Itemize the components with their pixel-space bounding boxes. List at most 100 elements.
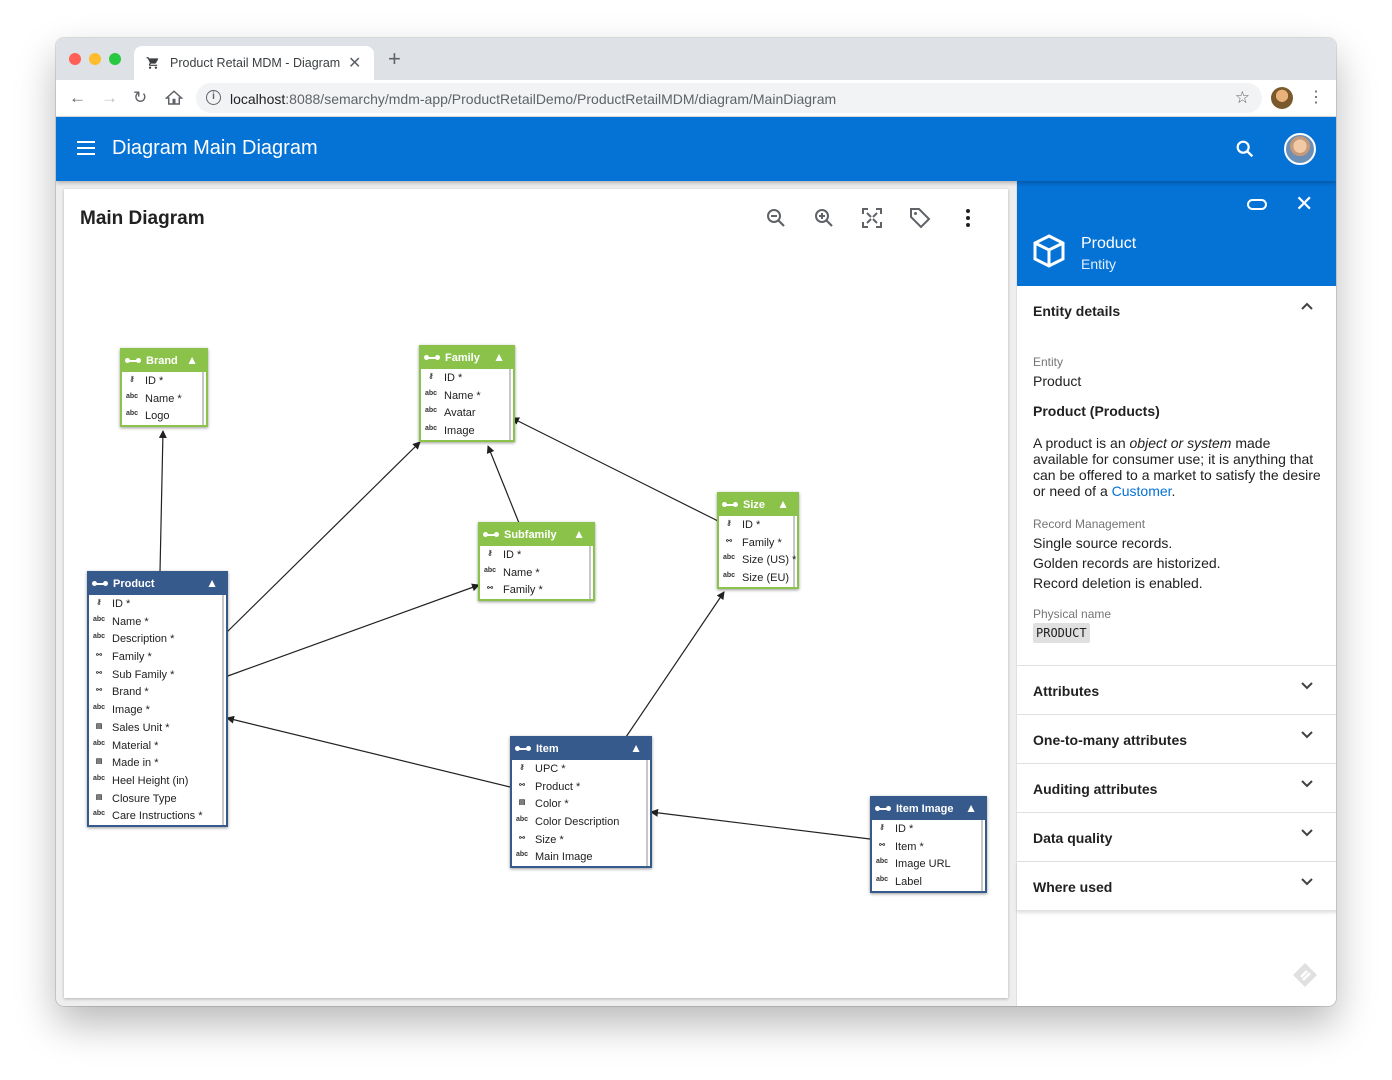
section-auditing-attributes[interactable]: Auditing attributes: [1017, 764, 1336, 813]
info-icon[interactable]: i: [206, 90, 221, 105]
zoom-out-icon[interactable]: [764, 206, 788, 230]
reference-icon: ⚯: [96, 669, 102, 677]
section-where-used[interactable]: Where used: [1017, 862, 1336, 911]
section-title[interactable]: Entity details: [1033, 303, 1121, 319]
search-icon[interactable]: [1234, 138, 1256, 160]
collapse-icon[interactable]: ▲: [186, 353, 198, 367]
section-one-to-many-attributes[interactable]: One-to-many attributes: [1017, 715, 1336, 764]
entity-link-icon: [722, 502, 738, 507]
entity-attribute[interactable]: ⚷ID *: [122, 372, 202, 390]
tab-close-icon[interactable]: ✕: [348, 55, 362, 72]
zoom-in-icon[interactable]: [812, 206, 836, 230]
section-attributes[interactable]: Attributes: [1017, 666, 1336, 715]
entity-attribute[interactable]: ⚷ID *: [421, 369, 509, 387]
entity-link-icon: [125, 358, 141, 363]
chevron-down-icon[interactable]: [1301, 778, 1313, 790]
maximize-window-button[interactable]: [109, 53, 121, 65]
entity-attribute[interactable]: ⚯Family *: [719, 534, 793, 552]
reload-icon[interactable]: ↻: [133, 88, 148, 107]
fit-to-screen-icon[interactable]: [860, 206, 884, 230]
entity-attribute[interactable]: ⚯Sub Family *: [89, 666, 222, 684]
entity-details-panel: ✕ Product Entity Entity details Entity P…: [1016, 181, 1336, 1006]
entity-attribute[interactable]: ⚯Brand *: [89, 683, 222, 701]
chevron-down-icon[interactable]: [1301, 729, 1313, 741]
forward-icon[interactable]: →: [101, 88, 118, 107]
browser-tab[interactable]: Product Retail MDM - Diagram ✕: [134, 46, 374, 80]
entity-attribute[interactable]: ⚯Size *: [512, 831, 646, 849]
section-title: Data quality: [1033, 830, 1113, 846]
entity-attribute[interactable]: ⚷ID *: [89, 595, 222, 613]
entity-attribute[interactable]: ▤Made in *: [89, 754, 222, 772]
chevron-down-icon[interactable]: [1301, 680, 1313, 692]
customer-link[interactable]: Customer: [1111, 483, 1172, 499]
close-window-button[interactable]: [69, 53, 81, 65]
chevron-down-icon[interactable]: [1301, 827, 1313, 839]
entity-attribute[interactable]: ▤Color *: [512, 795, 646, 813]
address-bar[interactable]: i localhost:8088/semarchy/mdm-app/Produc…: [196, 83, 1262, 113]
chevron-up-icon[interactable]: [1301, 300, 1313, 312]
collapse-icon[interactable]: ▲: [206, 576, 218, 590]
menu-icon[interactable]: [77, 141, 95, 155]
section-data-quality[interactable]: Data quality: [1017, 813, 1336, 862]
bookmark-star-icon[interactable]: ☆: [1234, 88, 1250, 107]
profile-avatar-icon[interactable]: [1271, 87, 1293, 109]
entity-attribute[interactable]: ⚷ID *: [872, 820, 981, 838]
minimize-window-button[interactable]: [89, 53, 101, 65]
new-tab-button[interactable]: +: [388, 46, 401, 71]
entity-attribute[interactable]: ▤Closure Type: [89, 790, 222, 808]
entity-attribute[interactable]: ⚷UPC *: [512, 760, 646, 778]
browser-menu-icon[interactable]: ⋮: [1308, 89, 1324, 106]
collapse-icon[interactable]: ▲: [777, 497, 789, 511]
more-options-icon[interactable]: [956, 206, 980, 230]
user-avatar[interactable]: [1284, 133, 1316, 165]
entity-name: Product: [113, 578, 155, 590]
key-icon: ⚷: [519, 764, 525, 771]
collapse-icon[interactable]: ▲: [493, 350, 505, 364]
collapse-icon[interactable]: ▲: [630, 741, 642, 755]
entity-attribute[interactable]: ⚷ID *: [719, 516, 793, 534]
tag-icon[interactable]: [908, 206, 932, 230]
close-panel-icon[interactable]: ✕: [1295, 191, 1314, 216]
back-icon[interactable]: ←: [69, 88, 86, 107]
home-icon[interactable]: [165, 89, 183, 107]
pin-panel-icon[interactable]: [1247, 199, 1267, 210]
entity-attribute[interactable]: ⚯Family *: [480, 581, 589, 599]
collapse-icon[interactable]: ▲: [573, 527, 585, 541]
chevron-down-icon[interactable]: [1301, 876, 1313, 888]
physical-name-value: PRODUCT: [1033, 623, 1090, 643]
entity-attribute[interactable]: ⚯Item *: [872, 838, 981, 856]
section-entity-details: Entity details Entity Product Product (P…: [1017, 286, 1336, 666]
reference-icon: ⚯: [879, 841, 885, 849]
entity-attribute[interactable]: ⚯Family *: [89, 648, 222, 666]
collapse-icon[interactable]: ▲: [965, 801, 977, 815]
entity-attribute[interactable]: ▤Sales Unit *: [89, 719, 222, 737]
entity-attribute[interactable]: ⚷ID *: [480, 546, 589, 564]
entity-attribute[interactable]: ⚯Product *: [512, 778, 646, 796]
key-icon: ⚷: [726, 520, 732, 527]
